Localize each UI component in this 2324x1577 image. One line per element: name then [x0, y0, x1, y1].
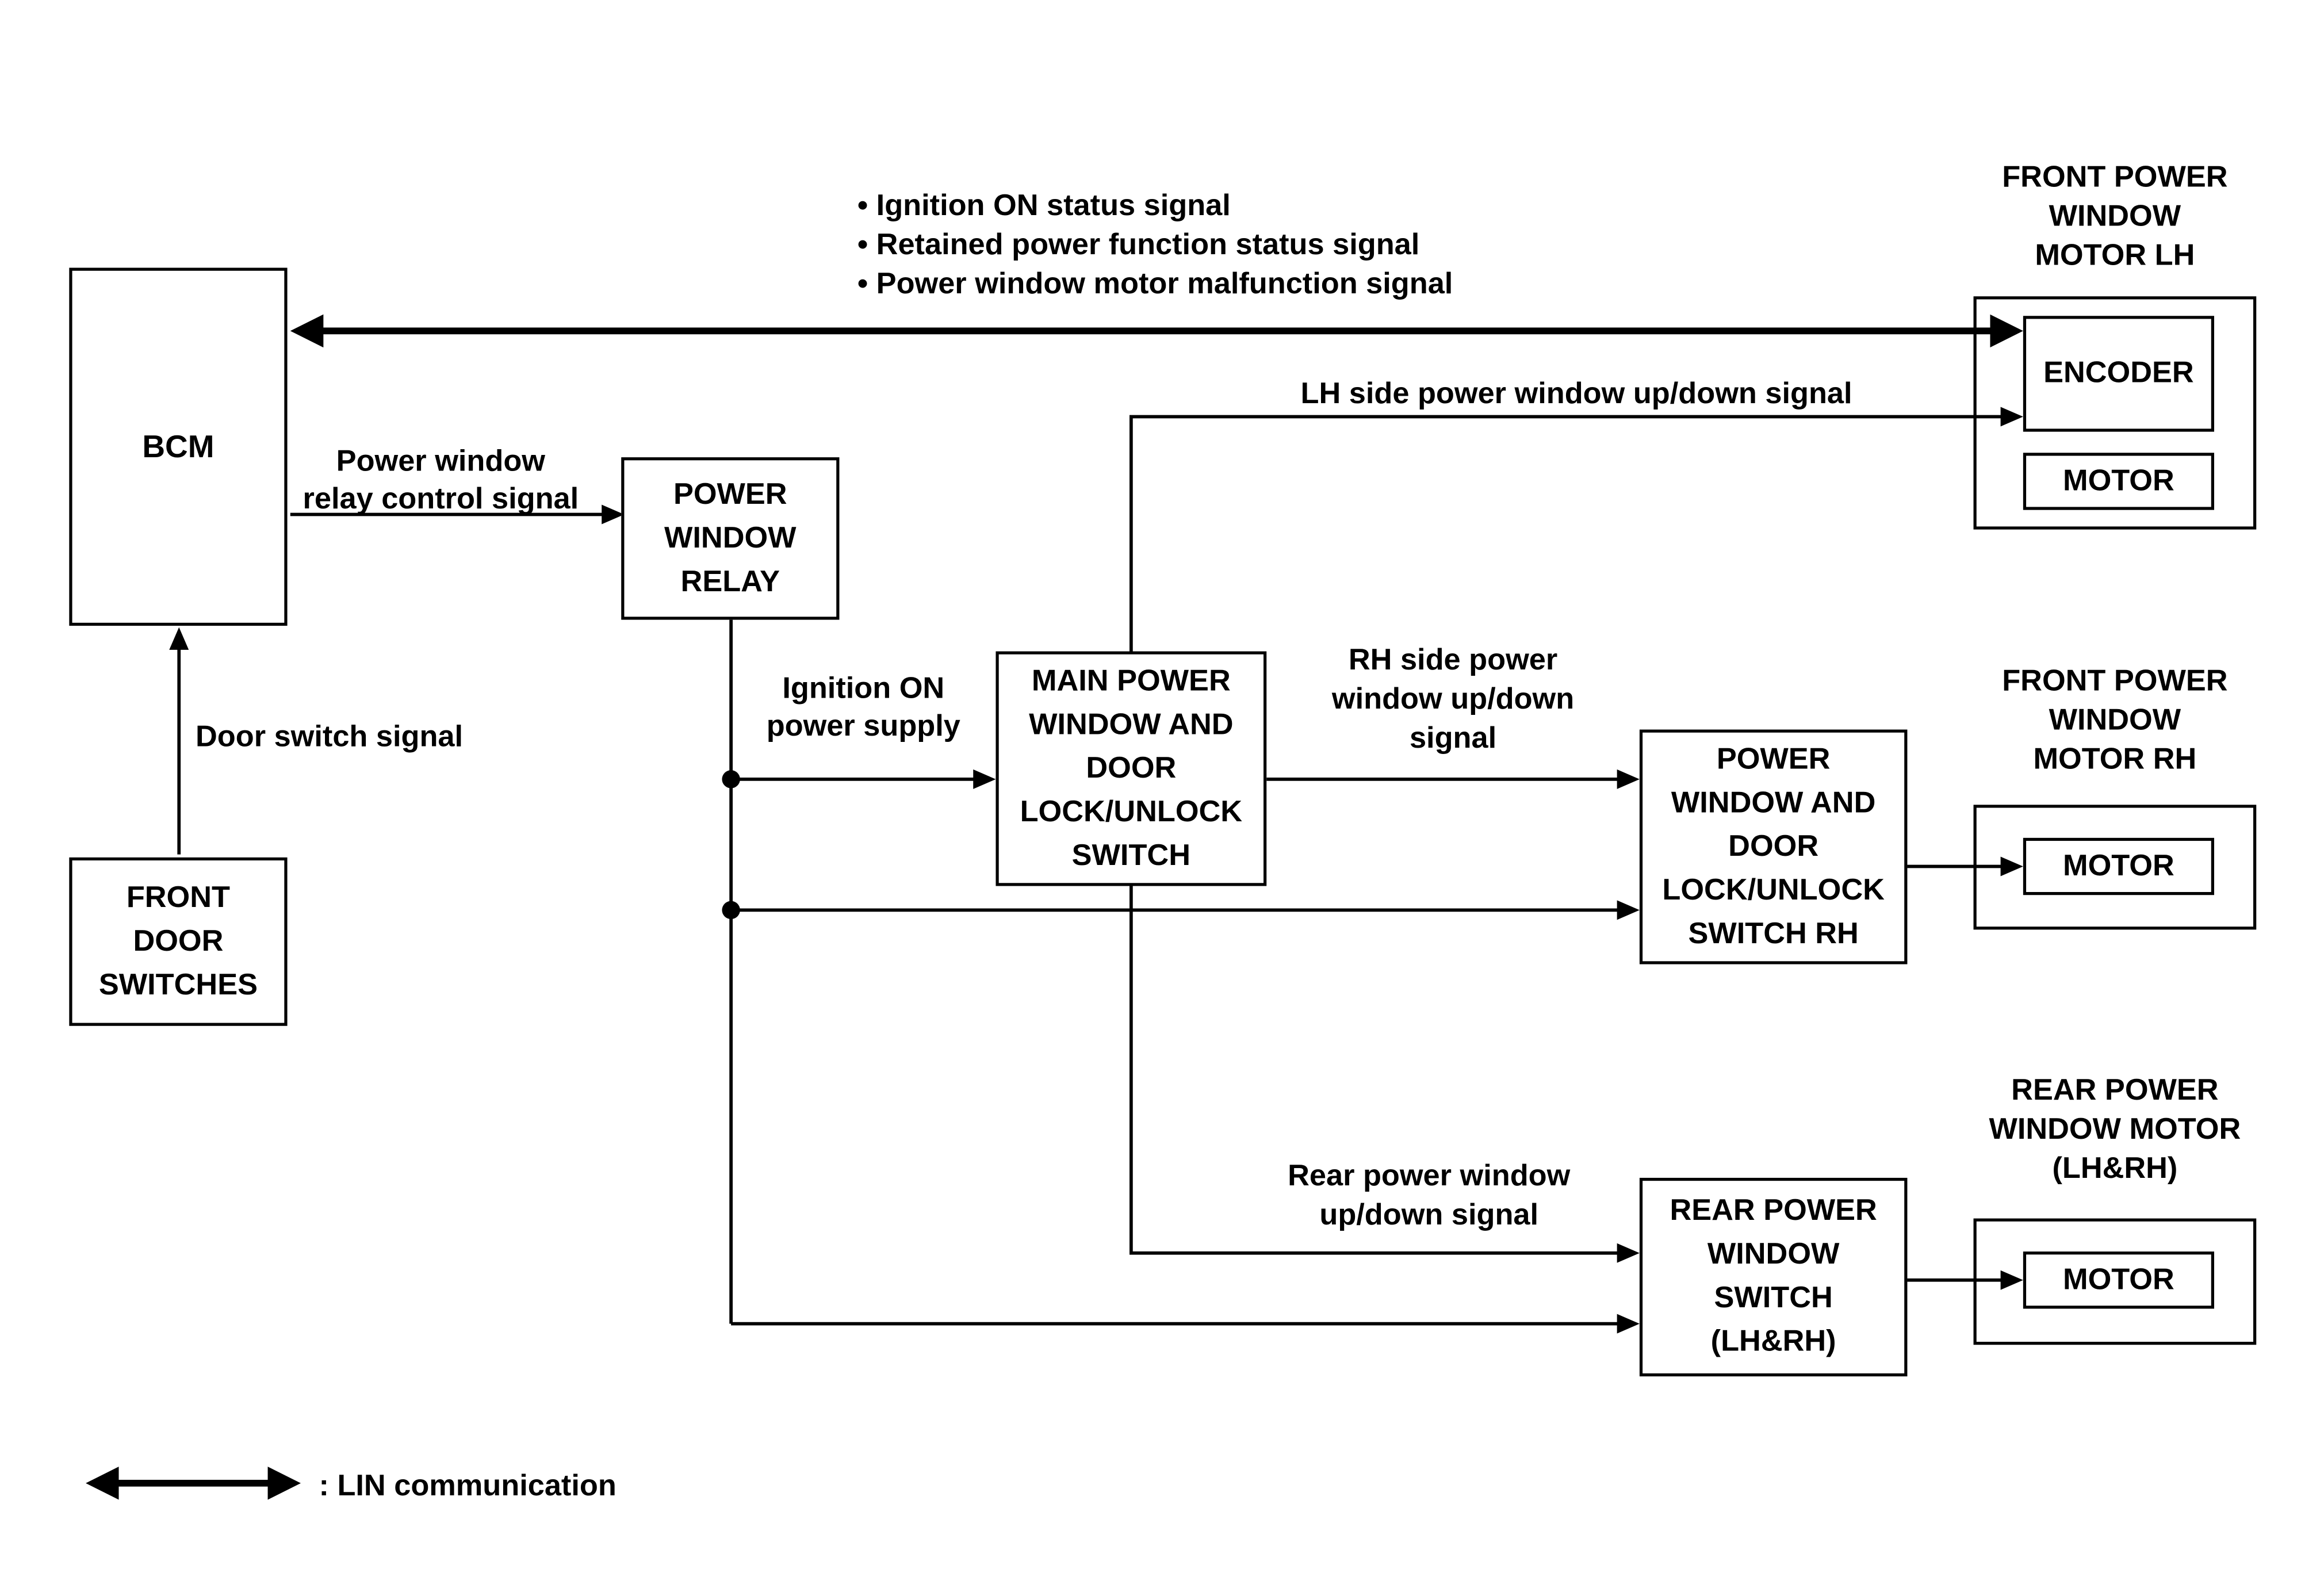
title-front-power-window-motor-rh: FRONT POWER WINDOW MOTOR RH	[1965, 662, 2265, 779]
label-line: up/down signal	[1319, 1199, 1539, 1232]
box-motor-rh: MOTOR	[2023, 837, 2215, 895]
title-rear-power-window-motor: REAR POWER WINDOW MOTOR (LH&RH)	[1965, 1071, 2265, 1188]
label-line: SWITCHES	[98, 968, 258, 1001]
label-line: WINDOW	[1707, 1238, 1840, 1272]
title-front-power-window-motor-lh: FRONT POWER WINDOW MOTOR LH	[1965, 158, 2265, 275]
title-line: FRONT POWER	[2002, 665, 2228, 698]
label-line: REAR POWER	[1670, 1194, 1877, 1228]
box-front-power-window-motor-lh-unit	[1973, 296, 2257, 530]
label-line: SWITCH	[1071, 839, 1191, 872]
label-door-switch-signal: Door switch signal	[196, 720, 464, 754]
title-line: FRONT POWER	[2002, 160, 2228, 194]
box-power-window-relay-label: POWER WINDOW RELAY	[664, 473, 797, 604]
box-bcm: BCM	[69, 267, 288, 626]
title-line: WINDOW	[2049, 200, 2181, 234]
label-line: Rear power window	[1288, 1159, 1571, 1193]
label-line: window up/down	[1331, 683, 1575, 716]
rear-up-down-signal-line	[1129, 886, 1640, 1263]
box-encoder-label: ENCODER	[2043, 356, 2194, 390]
box-motor-lh-label: MOTOR	[2063, 464, 2174, 497]
bullet-line: • Power window motor malfunction signal	[857, 267, 1453, 301]
box-motor-rear-label: MOTOR	[2063, 1262, 2174, 1296]
label-line: Ignition ON	[782, 672, 945, 706]
legend-lin-communication-label: : LIN communication	[319, 1469, 617, 1503]
box-front-power-window-motor-rh-unit	[1973, 805, 2257, 930]
label-line: SWITCH RH	[1688, 917, 1859, 950]
label-line: (LH&RH)	[1710, 1325, 1836, 1358]
label-line: LOCK/UNLOCK	[1020, 795, 1243, 828]
box-power-window-switch-rh-label: POWER WINDOW AND DOOR LOCK/UNLOCK SWITCH…	[1662, 738, 1884, 956]
title-line: REAR POWER	[2011, 1074, 2219, 1108]
label-line: SWITCH	[1714, 1281, 1833, 1315]
label-line: RELAY	[680, 565, 780, 598]
label-rh-up-down-signal: RH side power window up/down signal	[1303, 641, 1603, 758]
label-lin-signal-bullets: • Ignition ON status signal • Retained p…	[857, 186, 1579, 304]
label-line: WINDOW AND	[1671, 786, 1876, 820]
label-lh-up-down-signal: LH side power window up/down signal	[1300, 377, 1852, 411]
box-power-window-switch-rh: POWER WINDOW AND DOOR LOCK/UNLOCK SWITCH…	[1639, 729, 1908, 964]
box-main-power-window-switch: MAIN POWER WINDOW AND DOOR LOCK/UNLOCK S…	[996, 651, 1267, 886]
label-line: relay control signal	[303, 483, 579, 516]
label-relay-control-signal: Power window relay control signal	[275, 444, 606, 519]
label-line: Power window	[336, 445, 545, 479]
label-line: POWER	[1716, 742, 1831, 776]
title-line: (LH&RH)	[2052, 1152, 2178, 1186]
box-main-power-window-switch-label: MAIN POWER WINDOW AND DOOR LOCK/UNLOCK S…	[1020, 660, 1242, 878]
title-line: MOTOR RH	[2033, 743, 2197, 776]
label-line: DOOR	[133, 924, 224, 958]
junction-dot-ignition-main	[722, 770, 740, 789]
title-line: MOTOR LH	[2035, 239, 2195, 273]
box-motor-rear: MOTOR	[2023, 1251, 2215, 1309]
box-motor-lh: MOTOR	[2023, 453, 2215, 510]
box-rear-power-window-switch-label: REAR POWER WINDOW SWITCH (LH&RH)	[1670, 1190, 1877, 1364]
label-line: signal	[1409, 722, 1497, 755]
bullet-line: • Retained power function status signal	[857, 228, 1420, 262]
box-front-door-switches-label: FRONT DOOR SWITCHES	[99, 876, 258, 1008]
title-line: WINDOW	[2049, 704, 2181, 737]
bullet-line: • Ignition ON status signal	[857, 189, 1231, 223]
label-line: WINDOW AND	[1029, 707, 1234, 741]
label-line: LOCK/UNLOCK	[1662, 873, 1885, 906]
box-rear-power-window-switch: REAR POWER WINDOW SWITCH (LH&RH)	[1639, 1177, 1908, 1377]
label-ignition-on-power-supply: Ignition ON power supply	[713, 671, 1014, 747]
box-power-window-relay: POWER WINDOW RELAY	[621, 457, 840, 620]
label-line: FRONT	[126, 881, 231, 914]
box-motor-rh-label: MOTOR	[2063, 849, 2174, 882]
title-line: WINDOW MOTOR	[1989, 1113, 2241, 1147]
junction-dot-ignition-rh	[722, 901, 740, 920]
label-line: POWER	[673, 477, 787, 511]
label-line: DOOR	[1728, 829, 1819, 863]
box-front-door-switches: FRONT DOOR SWITCHES	[69, 857, 288, 1026]
box-encoder: ENCODER	[2023, 316, 2215, 432]
label-rear-up-down-signal: Rear power window up/down signal	[1249, 1157, 1610, 1235]
label-line: MAIN POWER	[1031, 664, 1231, 698]
lh-up-down-signal-line	[1129, 407, 2023, 652]
box-bcm-label: BCM	[142, 429, 215, 464]
label-line: RH side power	[1348, 644, 1558, 677]
label-line: DOOR	[1086, 751, 1177, 784]
label-line: WINDOW	[664, 521, 797, 554]
label-line: power supply	[766, 710, 960, 744]
box-rear-power-window-motor-unit	[1973, 1218, 2257, 1345]
